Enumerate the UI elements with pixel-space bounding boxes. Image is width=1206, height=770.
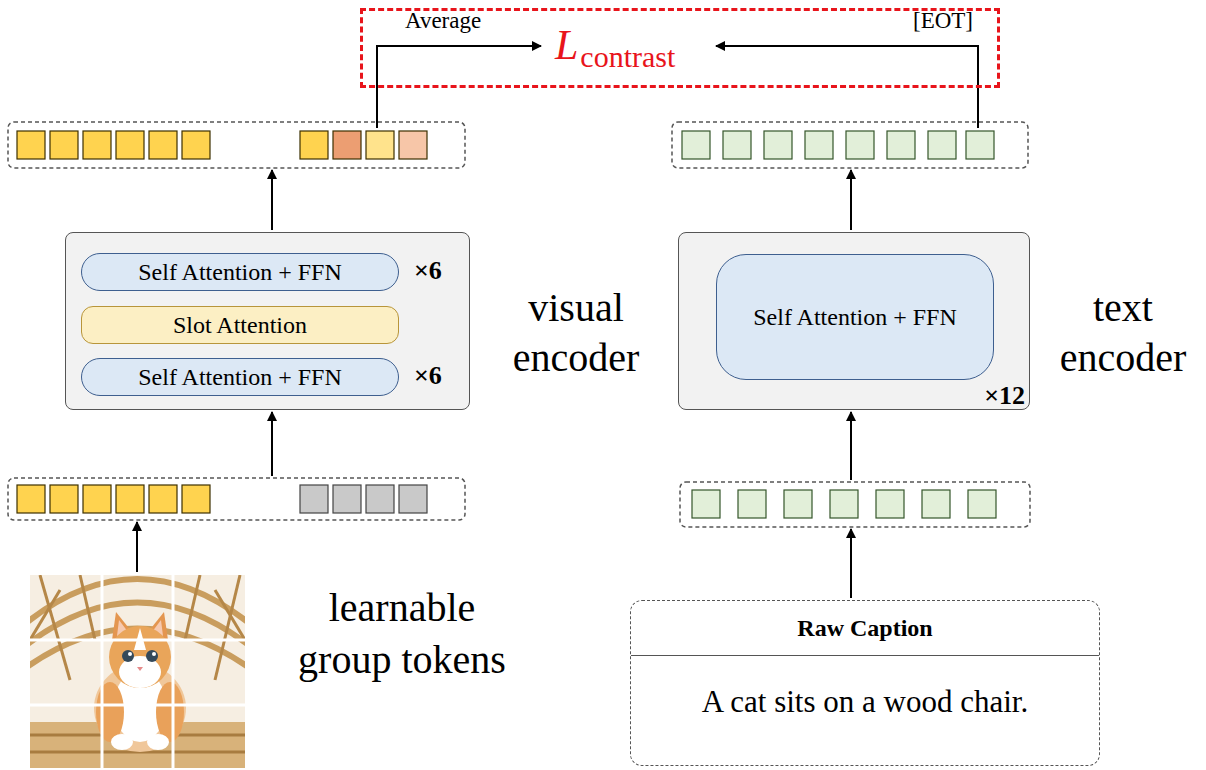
block-name: Self Attention + FFN	[138, 364, 342, 391]
repeat-count: ×6	[414, 361, 442, 391]
output-group-tokens	[8, 122, 465, 168]
caption-heading: Raw Caption	[631, 601, 1099, 656]
input-text-tokens	[680, 482, 1030, 527]
slot-attention-block: Slot Attention	[81, 306, 399, 344]
average-label: Average	[405, 8, 481, 34]
output-text-tokens	[672, 122, 1028, 168]
attention-block: Self Attention + FFN	[716, 254, 994, 380]
repeat-count: ×12	[984, 381, 1025, 411]
block-name: Self Attention + FFN	[138, 259, 342, 286]
image-caption: learnable group tokens	[282, 582, 522, 686]
encoder-heading: text encoder	[1045, 283, 1201, 383]
eot-label: [EOT]	[913, 8, 973, 34]
repeat-count: ×6	[414, 256, 442, 286]
text-encoder-box: text encoder×12Self Attention + FFN	[678, 232, 1030, 410]
caption-text: A cat sits on a wood chair.	[631, 656, 1099, 720]
loss-subscript: contrast	[580, 40, 675, 73]
attention-block: Self Attention + FFN×6	[81, 358, 399, 396]
input-group-tokens	[8, 478, 465, 520]
flow-arrows	[137, 46, 978, 598]
caption-box: Raw CaptionA cat sits on a wood chair.	[630, 600, 1100, 766]
visual-encoder-box: visual encoderSelf Attention + FFN×6Slot…	[65, 232, 470, 410]
block-name: Self Attention + FFN	[753, 304, 957, 331]
block-name: Slot Attention	[173, 312, 307, 339]
attention-block: Self Attention + FFN×6	[81, 253, 399, 291]
encoder-heading: visual encoder	[496, 283, 656, 383]
loss-label: Lcontrast	[555, 21, 675, 74]
kitten-image	[30, 575, 245, 768]
loss-symbol: L	[555, 22, 578, 68]
